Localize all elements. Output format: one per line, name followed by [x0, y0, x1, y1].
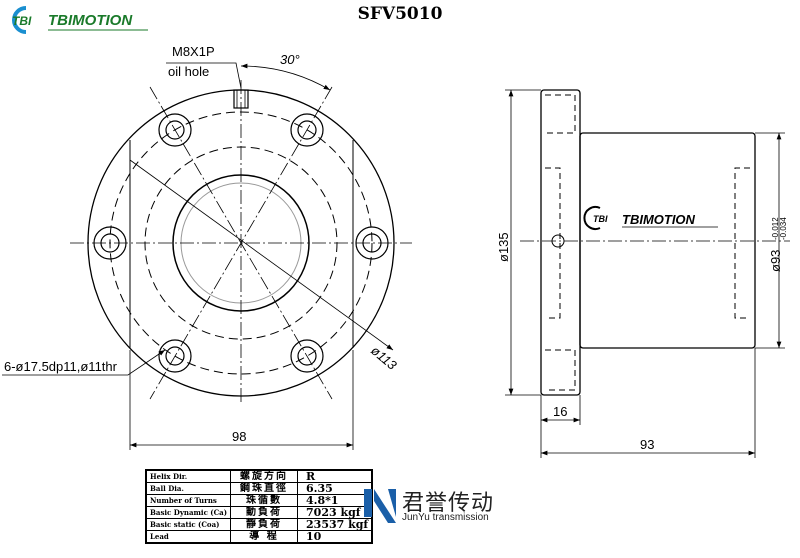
svg-text:6-ø17.5dp11,ø11thr: 6-ø17.5dp11,ø11thr	[4, 359, 118, 374]
svg-text:93: 93	[640, 437, 654, 452]
svg-text:TBI: TBI	[593, 214, 608, 224]
svg-text:30°: 30°	[280, 52, 300, 67]
junyu-logo-icon	[364, 489, 396, 523]
svg-text:16: 16	[553, 404, 567, 419]
junyu-en: JunYu transmission	[402, 512, 489, 523]
junyu-watermark: 君誉传动 JunYu transmission	[362, 487, 522, 527]
flange-side	[540, 89, 581, 396]
oil-hole	[233, 89, 249, 109]
svg-text:oil hole: oil hole	[168, 64, 209, 79]
junyu-zh: 君誉传动	[402, 490, 495, 515]
svg-text:TBIMOTION: TBIMOTION	[622, 212, 696, 227]
body-side	[579, 132, 756, 349]
svg-text:M8X1P: M8X1P	[172, 44, 215, 59]
tbi-logo: TBI TBIMOTION	[12, 6, 148, 34]
model-title: SFV5010	[357, 4, 443, 24]
side-view	[505, 89, 790, 458]
svg-text:ø135: ø135	[496, 232, 511, 262]
svg-text:ø93: ø93	[768, 250, 783, 272]
svg-text:-0.012: -0.012	[771, 217, 780, 240]
svg-text:98: 98	[232, 429, 246, 444]
svg-text:TBI: TBI	[12, 14, 32, 28]
front-view	[2, 62, 412, 450]
svg-text:TBIMOTION: TBIMOTION	[48, 12, 133, 29]
svg-text:-0.034: -0.034	[779, 217, 788, 240]
svg-text:ø113: ø113	[368, 343, 400, 373]
